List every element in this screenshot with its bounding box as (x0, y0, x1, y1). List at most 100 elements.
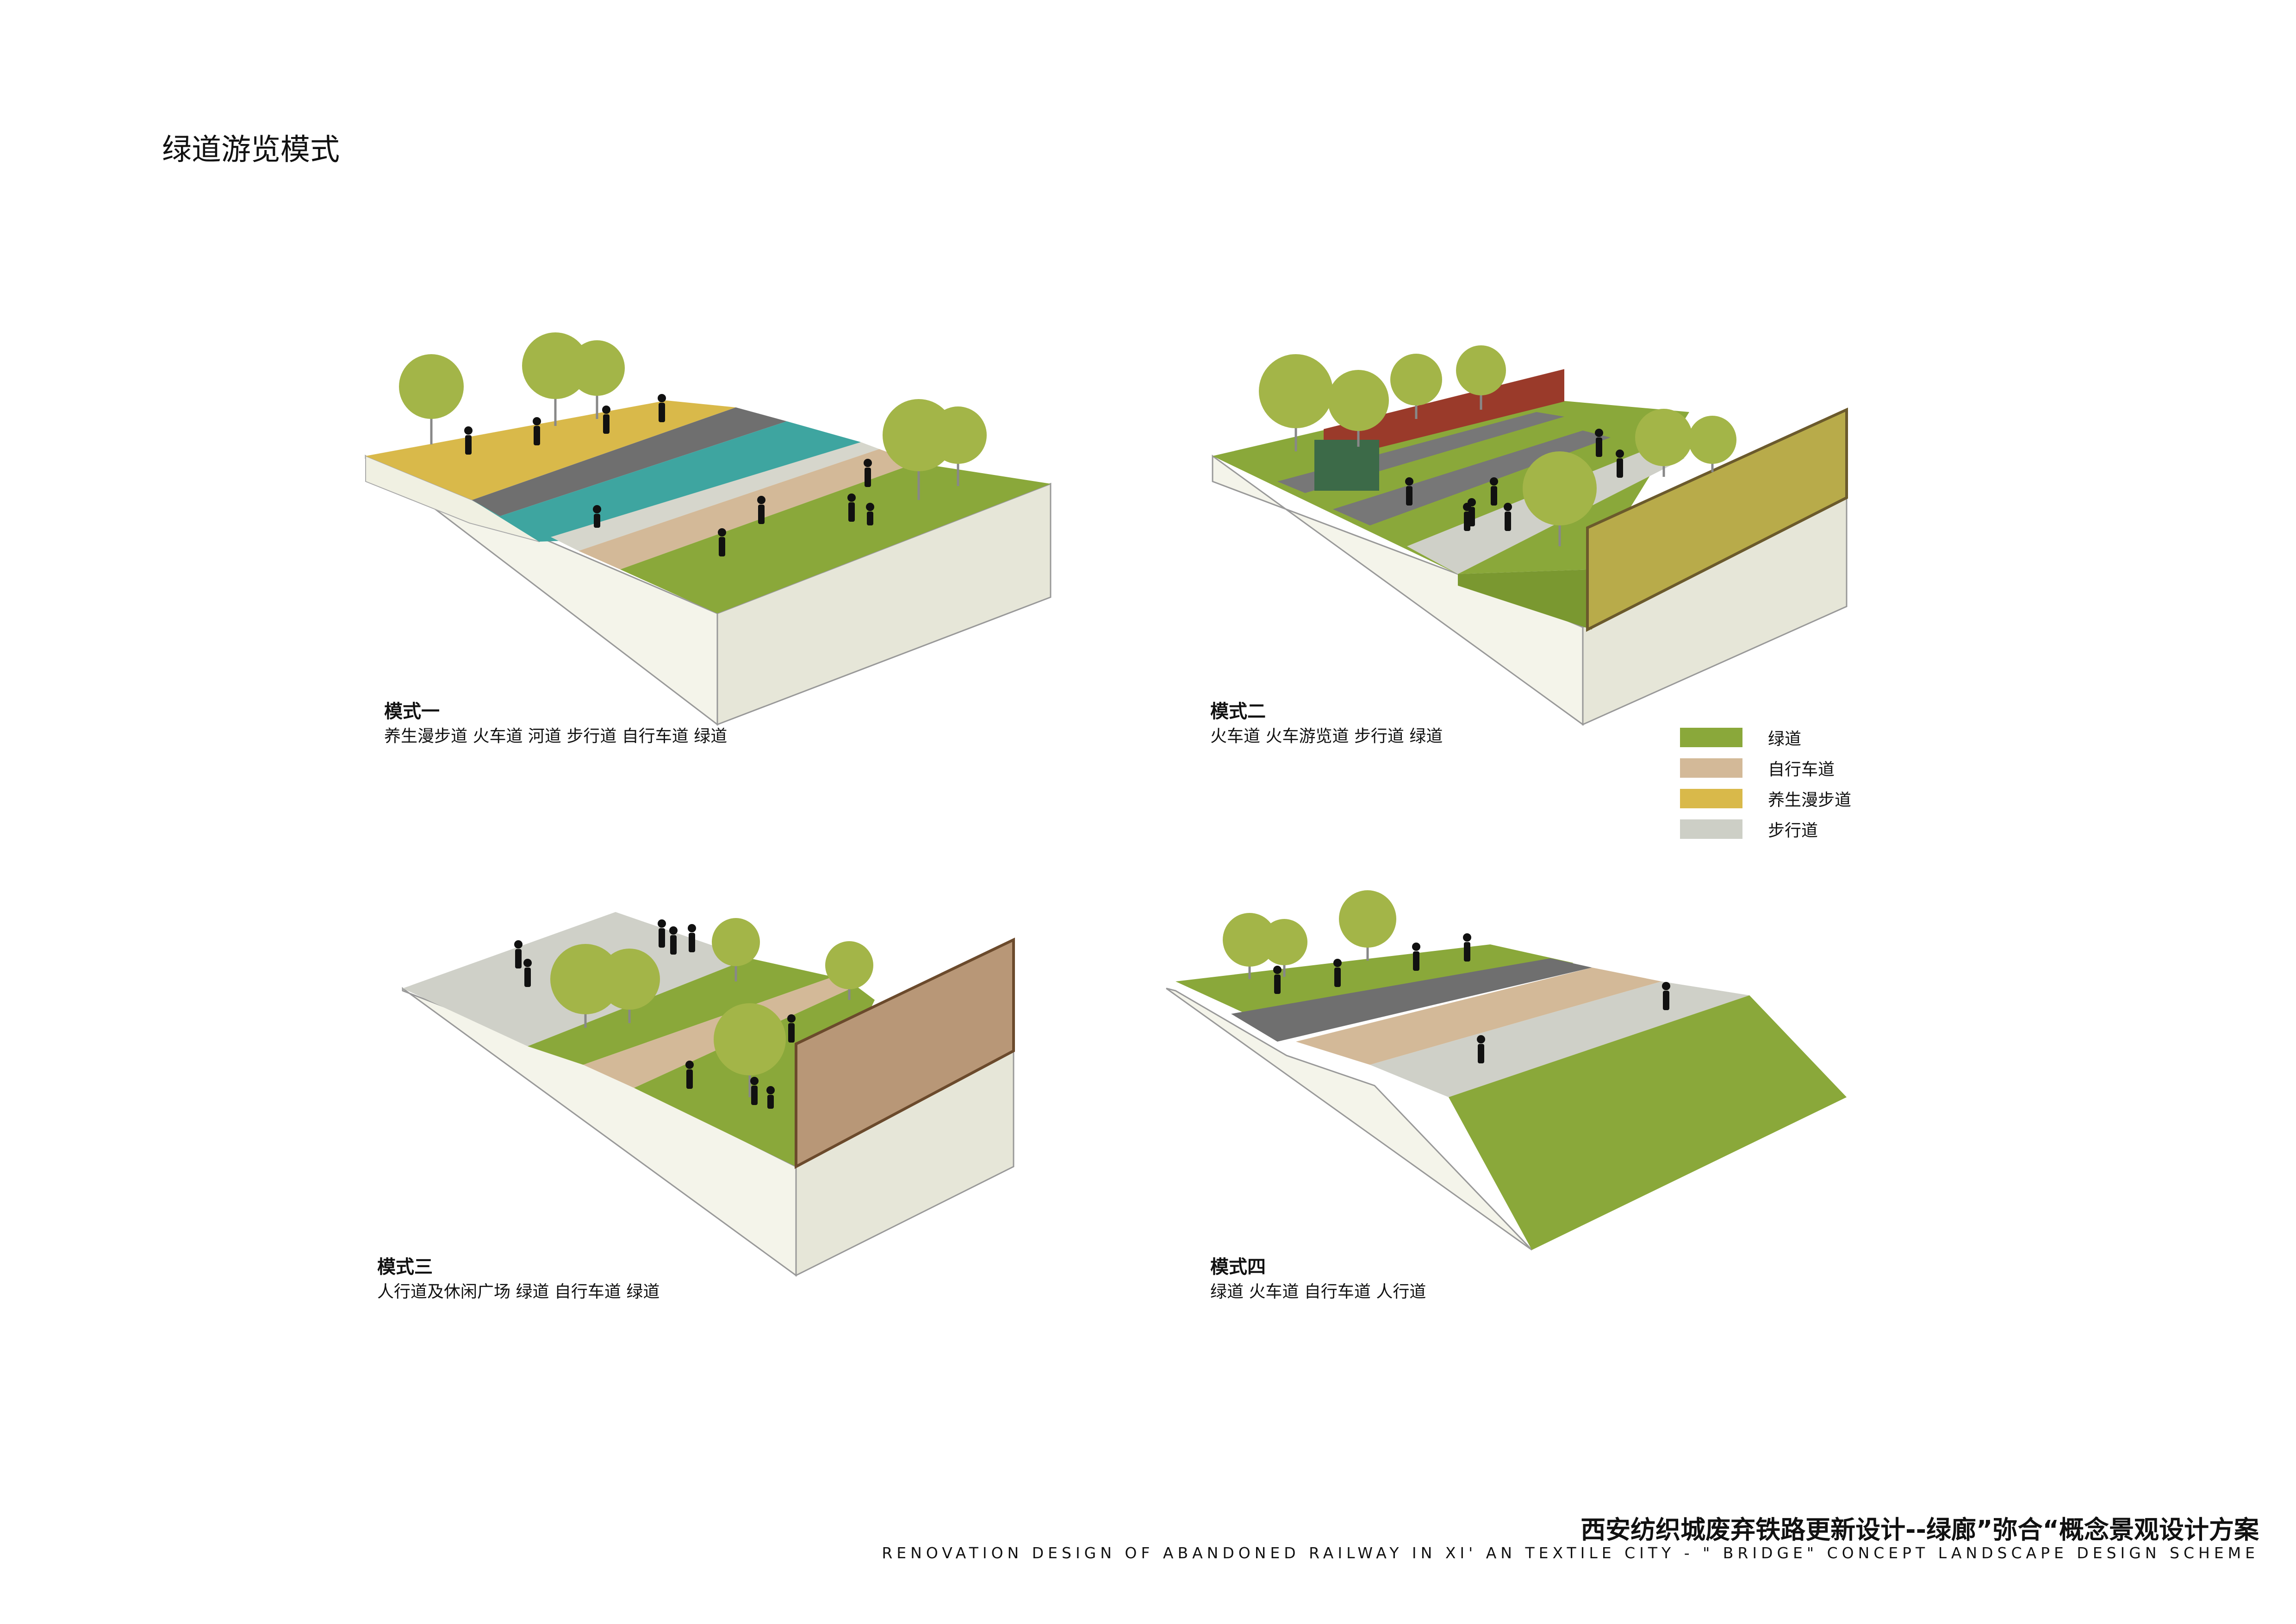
strip-bikeway-1 (579, 449, 916, 569)
mode-subtitle: 绿道 火车道 自行车道 人行道 (1210, 1282, 1426, 1301)
strip-water (472, 421, 861, 542)
person-icon (533, 417, 541, 445)
person-icon (1273, 966, 1282, 994)
person-icon (658, 919, 666, 948)
person-icon (593, 505, 601, 528)
mode-title: 模式四 (1210, 1256, 1266, 1278)
legend-swatch (1680, 758, 1742, 778)
strip-rail-4 (1231, 958, 1592, 1042)
tree-icon (550, 944, 621, 1028)
person-icon (1412, 943, 1420, 971)
person-icon (658, 394, 666, 422)
mode-title: 模式三 (377, 1256, 433, 1278)
person-icon (1662, 982, 1670, 1010)
block-2-lower-green (1458, 569, 1592, 630)
strip-rail-1 (472, 407, 787, 516)
person-icon (1333, 959, 1342, 987)
tree-icon (1328, 370, 1389, 447)
legend-item-wellness-path: 养生漫步道 (1680, 783, 1851, 814)
mode-title: 模式一 (384, 701, 440, 722)
tree-icon (1456, 345, 1506, 410)
person-icon (688, 924, 696, 952)
person-icon (766, 1086, 775, 1109)
train (1324, 369, 1564, 462)
block-mode-3 (402, 912, 1015, 1277)
person-icon (757, 496, 765, 524)
tree-icon (1390, 354, 1442, 419)
strip-greenway-3a (528, 958, 833, 1065)
person-icon (523, 959, 532, 987)
wall-olive (1586, 407, 1848, 632)
person-icon (464, 426, 473, 455)
tree-icon (883, 399, 955, 500)
person-icon (718, 528, 726, 556)
tree-icon (1261, 919, 1307, 977)
person-icon (1616, 450, 1624, 478)
person-icon (1463, 933, 1471, 962)
person-icon (1595, 429, 1603, 457)
footer-title-en: RENOVATION DESIGN OF ABANDONED RAILWAY I… (882, 1544, 2259, 1562)
tree-icon (1339, 890, 1396, 961)
tree-icon (825, 941, 873, 1000)
tree-icon (522, 332, 589, 426)
person-icon (1463, 503, 1471, 531)
tree-icon (1259, 354, 1333, 451)
person-icon (1504, 503, 1512, 531)
caption-mode-3: 模式三 人行道及休闲广场 绿道 自行车道 绿道 (377, 1255, 660, 1305)
mode-title: 模式二 (1210, 701, 1266, 722)
caption-mode-1: 模式一 养生漫步道 火车道 河道 步行道 自行车道 绿道 (384, 699, 727, 749)
legend: 绿道 自行车道 养生漫步道 步行道 (1680, 722, 1851, 844)
train-engine (1314, 440, 1379, 491)
block-4-left-face (1166, 987, 1533, 1251)
person-icon (1490, 477, 1498, 506)
caption-mode-4: 模式四 绿道 火车道 自行车道 人行道 (1210, 1255, 1426, 1305)
tree-icon (712, 918, 760, 981)
tree-icon (1635, 409, 1692, 477)
block-mode-1 (365, 400, 1052, 726)
people (464, 394, 1670, 1109)
strip-wellness-path (366, 400, 736, 500)
page-title: 绿道游览模式 (162, 133, 340, 167)
block-1-right-face (716, 482, 1052, 726)
tree-icon (714, 1003, 786, 1097)
legend-swatch (1680, 789, 1742, 808)
strip-walkway-1 (551, 442, 879, 551)
legend-swatch (1680, 819, 1742, 839)
tree-icon (569, 340, 625, 419)
strip-walkway-4 (1370, 981, 1749, 1097)
block-mode-4 (1166, 944, 1847, 1251)
legend-swatch (1680, 728, 1742, 747)
strip-greenway-1 (620, 463, 1051, 613)
mode-subtitle: 养生漫步道 火车道 河道 步行道 自行车道 绿道 (384, 727, 728, 746)
tree-icon (1688, 416, 1736, 472)
person-icon (866, 503, 874, 525)
person-icon (602, 406, 610, 434)
caption-mode-2: 模式二 火车道 火车游览道 步行道 绿道 (1210, 699, 1443, 749)
person-icon (685, 1061, 694, 1089)
mode-subtitle: 人行道及休闲广场 绿道 自行车道 绿道 (377, 1282, 660, 1301)
person-icon (787, 1014, 796, 1043)
trees (399, 332, 1736, 1097)
footer-title-cn: 西安纺织城废弃铁路更新设计--绿廊”弥合“概念景观设计方案 (1580, 1515, 2259, 1544)
person-icon (847, 493, 856, 522)
tree-icon (1523, 451, 1597, 546)
strip-rail-2b (1333, 431, 1611, 525)
legend-label: 自行车道 (1768, 760, 1835, 779)
person-icon (1405, 477, 1413, 506)
legend-label: 步行道 (1768, 821, 1818, 840)
wall-brown (795, 937, 1015, 1169)
block-mode-2 (1212, 369, 1848, 726)
legend-item-walkway: 步行道 (1680, 814, 1851, 844)
person-icon (750, 1077, 759, 1105)
legend-item-greenway: 绿道 (1680, 722, 1851, 753)
person-icon (1477, 1035, 1485, 1063)
tree-icon (599, 949, 660, 1023)
strip-bikeway-4 (1296, 968, 1661, 1065)
legend-label: 养生漫步道 (1768, 791, 1852, 810)
person-icon (669, 926, 678, 955)
legend-item-bikeway: 自行车道 (1680, 753, 1851, 783)
strip-greenway-slope (1449, 995, 1847, 1250)
person-icon (864, 459, 872, 487)
tree-icon (1223, 913, 1276, 979)
